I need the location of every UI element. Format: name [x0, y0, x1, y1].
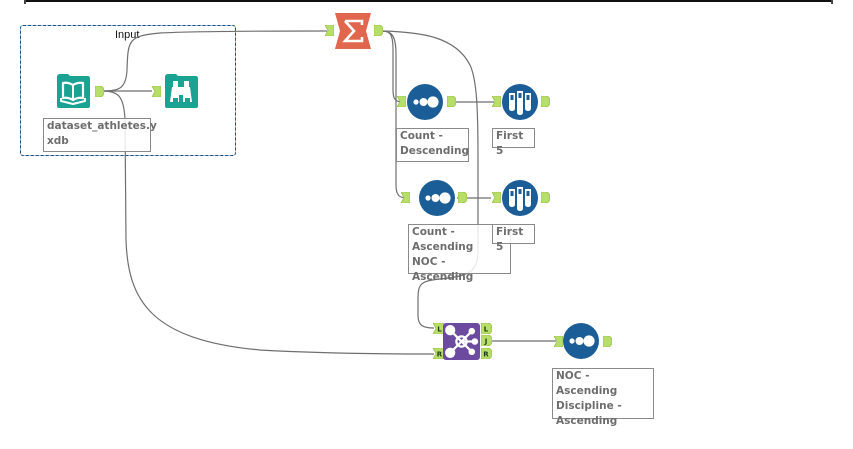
sample2-input-anchor[interactable]	[492, 192, 501, 203]
join-network-icon	[443, 323, 480, 360]
input-tool-label: dataset_athletes.y xdb	[43, 118, 157, 152]
sort1-label: Count - Descending	[396, 128, 469, 162]
binoculars-icon	[165, 74, 198, 108]
wire-input-to-join-r	[102, 90, 435, 355]
join-input-anchor-left[interactable]: L	[433, 323, 444, 334]
join-output-anchor-join[interactable]: J	[481, 335, 492, 346]
browse-tool[interactable]	[163, 73, 199, 109]
canvas-top-border-tick-left	[24, 0, 26, 4]
sample2-label: First 5	[492, 224, 535, 253]
svg-text:L: L	[437, 326, 442, 334]
test-tubes-icon	[502, 180, 538, 216]
svg-text:R: R	[437, 351, 443, 359]
sample2-output-anchor[interactable]	[541, 192, 550, 203]
svg-text:R: R	[483, 351, 489, 359]
sort2-input-anchor[interactable]	[401, 192, 410, 203]
svg-text:L: L	[484, 326, 489, 334]
input-data-tool[interactable]	[55, 73, 91, 109]
tool-container-input[interactable]	[20, 25, 236, 156]
join-input-anchor-right[interactable]: R	[433, 348, 444, 359]
book-icon	[57, 74, 90, 108]
sort-tool-count-descending[interactable]	[407, 84, 443, 120]
summarize-output-anchor[interactable]	[374, 25, 383, 36]
join-tool[interactable]	[443, 323, 480, 360]
input-output-anchor[interactable]	[95, 86, 104, 97]
sort-tool-noc-discipline[interactable]	[563, 323, 599, 359]
sort3-input-anchor[interactable]	[554, 336, 563, 347]
canvas-top-border	[25, 0, 832, 2]
sigma-icon	[335, 13, 371, 49]
sort3-output-anchor[interactable]	[603, 336, 612, 347]
join-output-anchor-left[interactable]: L	[481, 323, 492, 334]
sample1-input-anchor[interactable]	[492, 96, 501, 107]
summarize-input-anchor[interactable]	[325, 25, 334, 36]
sample1-output-anchor[interactable]	[541, 96, 550, 107]
wire-summarize-to-sort1	[381, 30, 404, 103]
summarize-tool[interactable]	[335, 13, 371, 49]
sample-tool-first5-b[interactable]	[502, 180, 538, 216]
sort-tool-count-ascending[interactable]	[419, 180, 455, 216]
test-tubes-icon	[502, 84, 538, 120]
sort-dots-icon	[419, 180, 455, 216]
container-title: Input	[115, 29, 140, 41]
sample1-label: First 5	[492, 128, 535, 157]
sort-dots-icon	[407, 84, 443, 120]
sort-dots-icon	[563, 323, 599, 359]
sort2-output-anchor[interactable]	[458, 192, 467, 203]
sort1-output-anchor[interactable]	[447, 96, 456, 107]
sample-tool-first5-a[interactable]	[502, 84, 538, 120]
canvas-top-border-tick-right	[831, 0, 833, 4]
sort3-label: NOC - Ascending Discipline - Ascending	[552, 368, 654, 427]
sort1-input-anchor[interactable]	[397, 96, 406, 107]
wire-summarize-to-sort2	[381, 30, 408, 199]
svg-text:J: J	[484, 338, 488, 346]
join-output-anchor-right[interactable]: R	[481, 348, 492, 359]
wire-input-to-summarize	[102, 30, 328, 92]
browse-input-anchor[interactable]	[152, 86, 161, 97]
